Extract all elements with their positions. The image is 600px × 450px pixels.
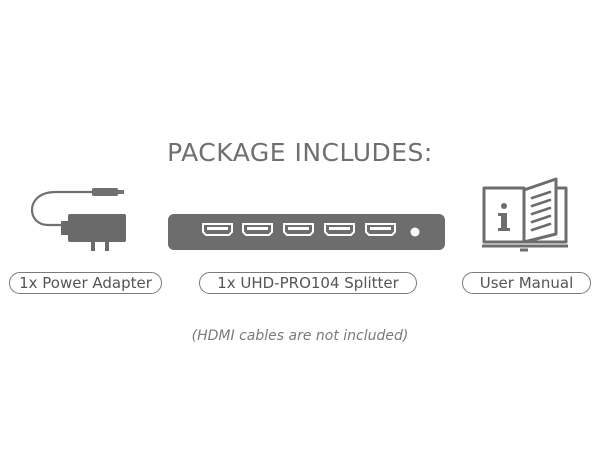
package-heading: PACKAGE INCLUDES: — [167, 138, 433, 167]
user-manual-label: User Manual — [462, 272, 591, 294]
power-adapter-label: 1x Power Adapter — [9, 272, 162, 294]
splitter-label: 1x UHD-PRO104 Splitter — [199, 272, 417, 294]
power-adapter-icon — [30, 188, 126, 251]
user-manual-icon — [482, 177, 568, 252]
cables-note: (HDMI cables are not included) — [191, 328, 409, 344]
hdmi-splitter-icon — [168, 214, 445, 250]
